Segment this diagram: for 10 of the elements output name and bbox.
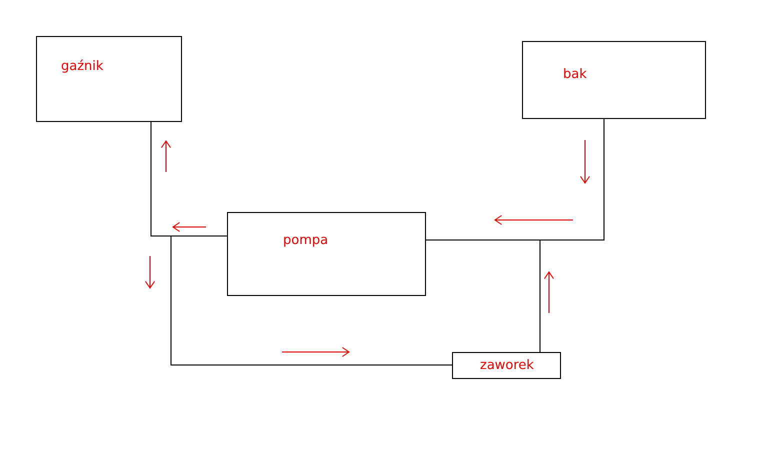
connector-line [170, 236, 452, 366]
labelled-box [36, 36, 182, 122]
connector-line [426, 240, 540, 352]
labelled-box [522, 41, 706, 119]
labelled-box [452, 352, 561, 379]
box-label: gaźnik [61, 59, 104, 74]
box-label: zaworek [480, 358, 534, 373]
box-label: bak [563, 67, 587, 82]
box-label: pompa [283, 233, 328, 248]
labelled-box [227, 212, 426, 296]
